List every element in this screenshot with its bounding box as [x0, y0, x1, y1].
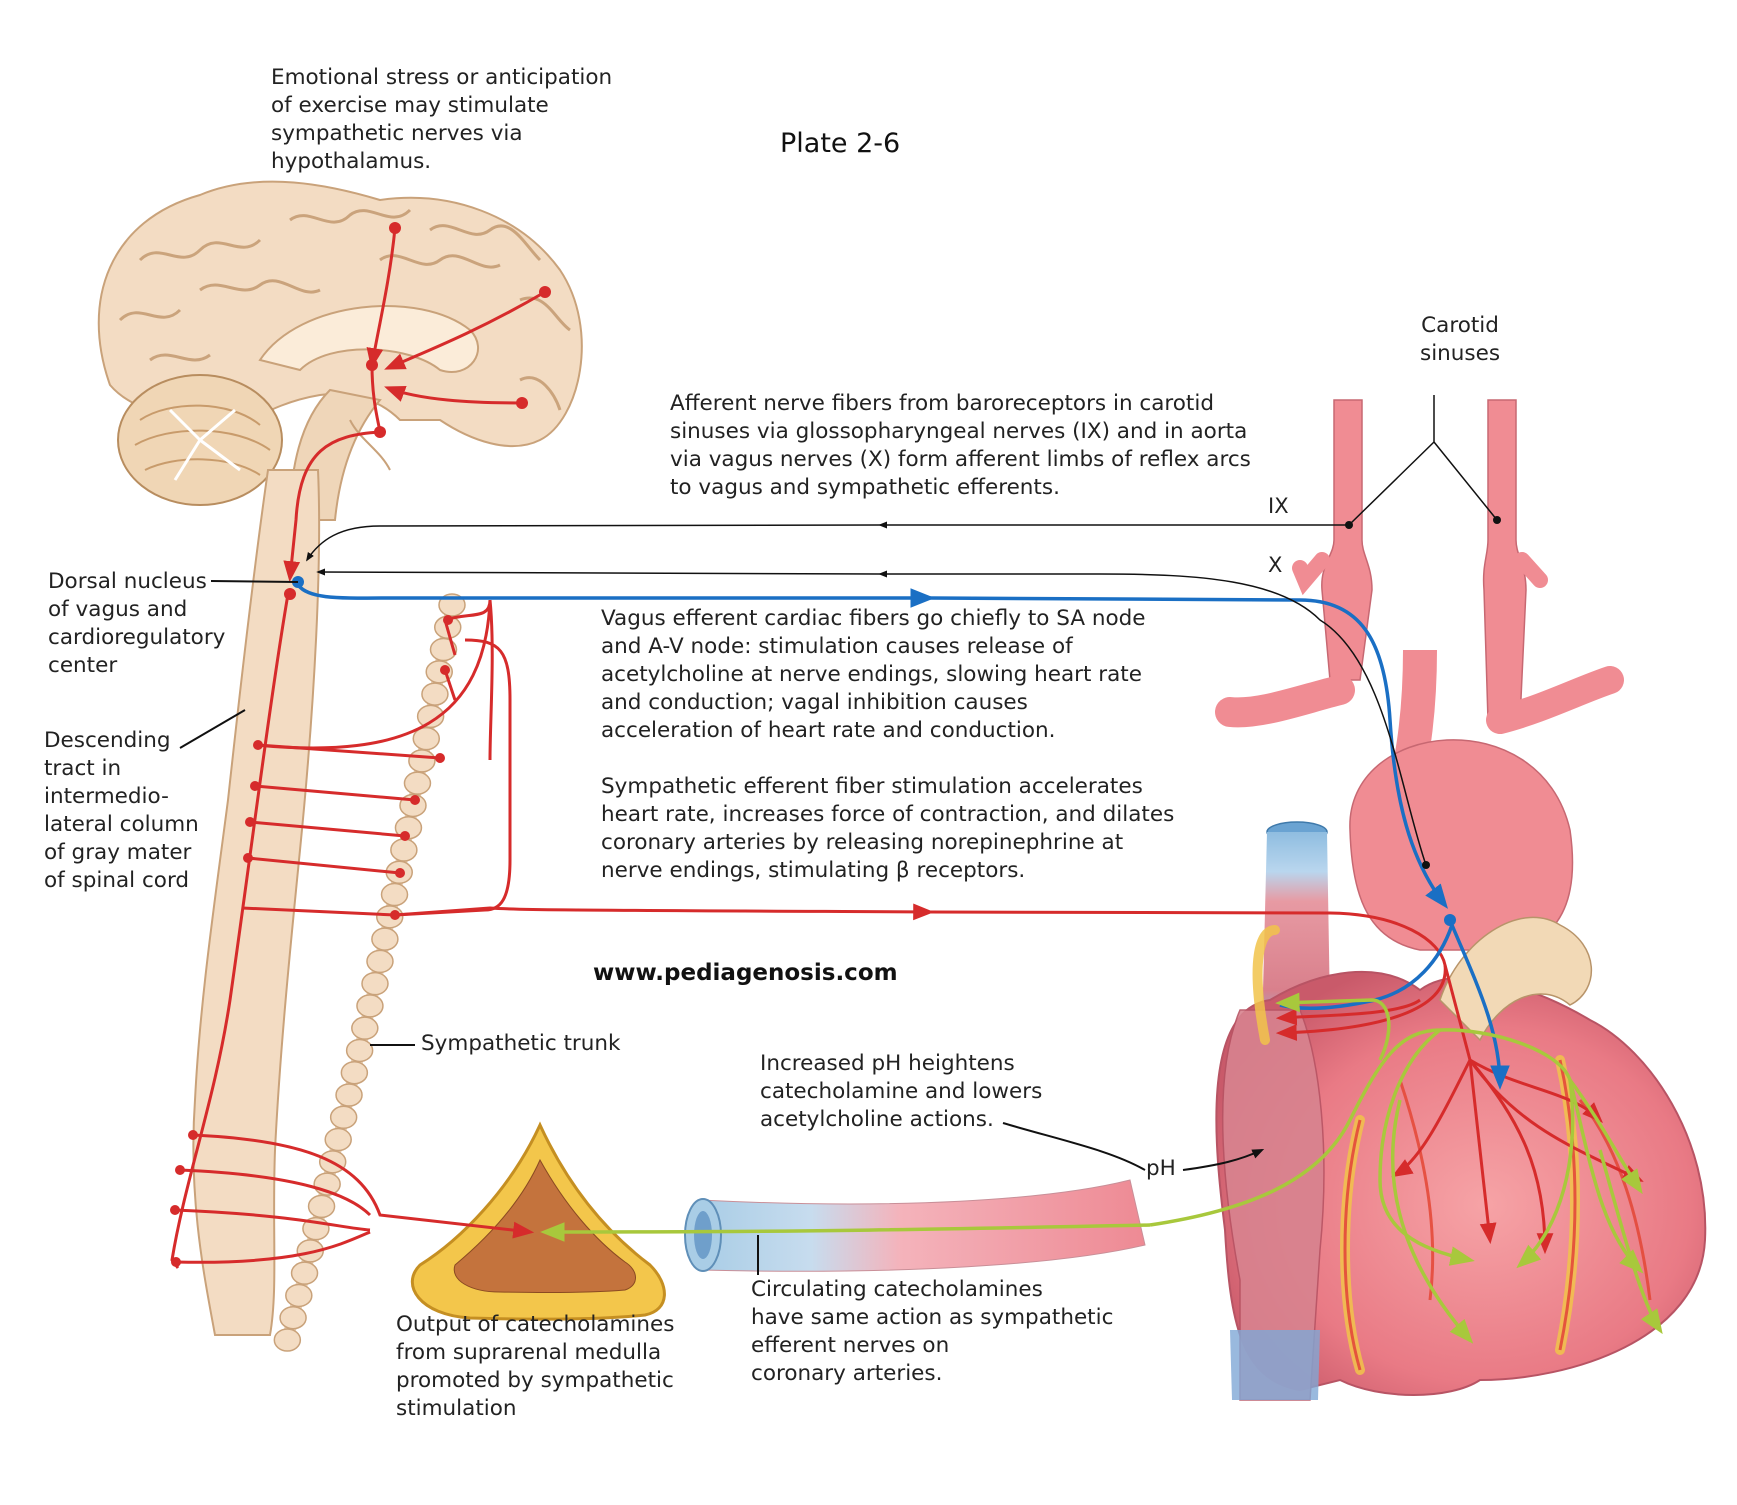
- trunk-ganglion: [335, 1083, 363, 1107]
- trunk-ganglion: [412, 726, 441, 751]
- trunk-ganglion: [421, 682, 449, 706]
- trunk-ganglion: [408, 749, 436, 773]
- label-ph-effect: Increased pH heightens catecholamine and…: [760, 1051, 1043, 1132]
- brain: [97, 180, 583, 521]
- leader-lines: [179, 580, 1265, 1275]
- trunk-ganglion: [416, 704, 445, 729]
- label-vagus-efferent: Vagus efferent cardiac fibers go chiefly…: [601, 606, 1146, 743]
- trunk-ganglion: [429, 637, 458, 662]
- plate-number: Plate 2-6: [780, 128, 901, 159]
- label-carotid-sinuses: Carotid sinuses: [1420, 313, 1501, 366]
- label-circulating-catecholamines: Circulating catecholamines have same act…: [751, 1277, 1114, 1386]
- circulating-vessel: [684, 1179, 1146, 1272]
- label-ph: pH: [1146, 1156, 1176, 1181]
- heart: [1215, 916, 1707, 1401]
- sympathetic-nodes: [170, 222, 551, 1267]
- catecholamine-pathways: [540, 992, 1663, 1344]
- trunk-ganglion: [285, 1283, 313, 1308]
- trunk-ganglion: [345, 1038, 374, 1063]
- spinal-cord: [192, 469, 321, 1336]
- trunk-ganglion: [307, 1194, 336, 1219]
- vagus-efferent-pathway: [296, 583, 1510, 1090]
- label-nerve-x: X: [1268, 553, 1283, 577]
- trunk-ganglion: [371, 927, 399, 951]
- label-dorsal-nucleus: Dorsal nucleus of vagus and cardioregula…: [48, 569, 226, 678]
- label-sympathetic-trunk: Sympathetic trunk: [421, 1031, 621, 1056]
- trunk-ganglion: [329, 1105, 358, 1130]
- trunk-ganglion: [366, 949, 394, 974]
- label-nerve-ix: IX: [1268, 494, 1289, 518]
- website-watermark: www.pediagenosis.com: [593, 960, 898, 986]
- label-emotional-stress: Emotional stress or anticipation of exer…: [271, 65, 613, 174]
- trunk-ganglion: [356, 994, 384, 1018]
- label-descending-tract: Descending tract in intermedio- lateral …: [44, 728, 199, 893]
- label-afferent-fibers: Afferent nerve fibers from baroreceptors…: [670, 391, 1251, 500]
- trunk-ganglion: [380, 882, 409, 907]
- trunk-ganglion: [273, 1328, 302, 1352]
- trunk-ganglion: [403, 771, 432, 795]
- trunk-ganglion: [279, 1305, 307, 1330]
- trunk-ganglion: [361, 971, 389, 996]
- afferent-nodes: [1345, 516, 1501, 869]
- trunk-ganglion: [340, 1060, 369, 1085]
- label-sympathetic-efferent: Sympathetic efferent fiber stimulation a…: [601, 774, 1175, 883]
- sympathetic-pathways: [170, 227, 1644, 1269]
- trunk-ganglion: [324, 1127, 352, 1152]
- trunk-ganglion: [290, 1261, 319, 1285]
- trunk-ganglion: [390, 838, 418, 862]
- label-catecholamine-output: Output of catecholamines from suprarenal…: [396, 1312, 675, 1421]
- afferent-pathways: [306, 395, 1498, 866]
- trunk-ganglion: [351, 1016, 379, 1040]
